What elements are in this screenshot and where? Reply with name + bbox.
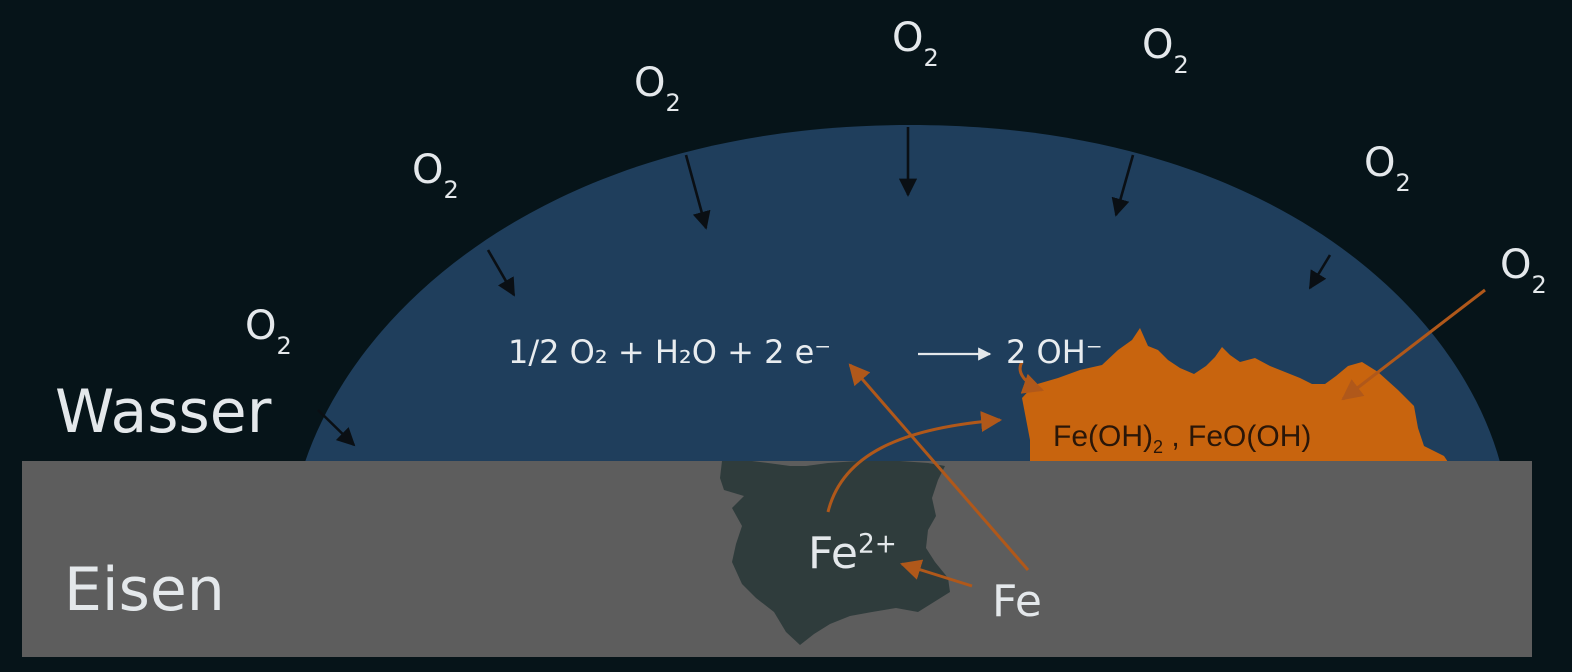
oxygen-diffusion-arrows: [317, 127, 1332, 447]
oxygen-label: O2: [1142, 22, 1189, 79]
oxygen-label: O2: [412, 147, 459, 204]
oxygen-arrow: [486, 249, 516, 297]
iron-label: Eisen: [64, 555, 225, 625]
oxygen-arrow: [1111, 154, 1135, 217]
oxygen-label: O2: [634, 60, 681, 117]
oxygen-arrow: [317, 409, 356, 447]
rust-deposit: [1022, 328, 1448, 462]
ferrous-ion-label: Fe2+: [808, 528, 897, 579]
oxidation-arrow: [899, 559, 973, 588]
oxygen-label: O2: [1500, 242, 1547, 299]
corrosion-pit: [720, 461, 950, 645]
water-label: Wasser: [55, 377, 272, 447]
oxygen-to-rust-arrow: [1341, 288, 1486, 401]
hydroxide-arrow: [1018, 361, 1044, 394]
reaction-product: 2 OH⁻: [1006, 333, 1103, 371]
electron-path-arrow: [848, 363, 1030, 571]
oxygen-label: O2: [1364, 140, 1411, 197]
reaction-equation: 1/2 O₂ + H₂O + 2 e⁻: [508, 333, 832, 371]
process-arrows: [826, 288, 1486, 588]
oxygen-arrow: [684, 154, 711, 230]
oxygen-arrow: [1308, 254, 1332, 290]
oxygen-label: O2: [245, 303, 292, 360]
rust-label: Fe(OH)2 , FeO(OH): [1053, 420, 1312, 457]
oxygen-label: O2: [892, 15, 939, 72]
iron-atom-label: Fe: [992, 576, 1042, 627]
ion-migration-arrow: [826, 411, 1003, 513]
